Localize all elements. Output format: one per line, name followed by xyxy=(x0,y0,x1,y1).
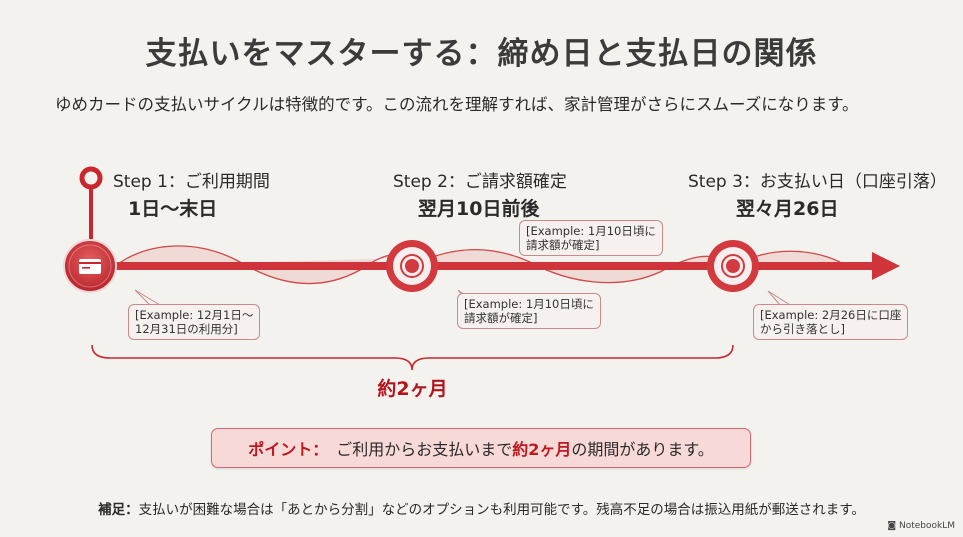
step-1-title: Step 1：ご利用期間 xyxy=(113,172,270,192)
step-2-callout-top: [Example: 1月10日頃に 請求額が確定] xyxy=(519,220,663,256)
notebooklm-icon: ◙ xyxy=(887,521,899,531)
step-2-subtitle: 翌月10日前後 xyxy=(418,198,540,220)
target-icon xyxy=(707,240,759,292)
step-3-title: Step 3：お支払い日（口座引落） xyxy=(688,172,947,192)
duration-brace xyxy=(91,344,734,371)
callout-line: [Example: 1月10日頃に xyxy=(464,297,594,311)
point-highlight: 約2ヶ月 xyxy=(512,440,572,459)
note: 補足：支払いが困難な場合は「あとから分割」などのオプションも利用可能です。残高不… xyxy=(0,498,963,518)
step-3-subtitle: 翌々月26日 xyxy=(736,198,839,220)
step-1-callout: [Example: 12月1日〜 12月31日の利用分] xyxy=(128,304,261,340)
step-2-title: Step 2：ご請求額確定 xyxy=(393,172,567,192)
callout-line: [Example: 12月1日〜 xyxy=(135,308,254,322)
callout-line: [Example: 2月26日に口座 xyxy=(760,308,902,322)
callout-line: [Example: 1月10日頃に xyxy=(526,224,656,238)
callout-line: 請求額が確定] xyxy=(464,311,538,325)
start-ring-icon xyxy=(79,166,103,190)
brand-text: NotebookLM xyxy=(898,521,955,531)
point-text-after: の期間があります。 xyxy=(571,440,714,459)
callout-line: 請求額が確定] xyxy=(526,238,600,252)
callout-line: 12月31日の利用分] xyxy=(135,322,238,336)
arrow-head-icon xyxy=(872,252,900,280)
target-icon xyxy=(386,240,438,292)
duration-label: 約2ヶ月 xyxy=(377,378,448,400)
page-title: 支払いをマスターする：締め日と支払日の関係 xyxy=(145,36,818,72)
note-label: 補足： xyxy=(98,502,139,518)
credit-card-icon xyxy=(63,239,117,293)
brand-logo: ◙ NotebookLM xyxy=(887,521,955,531)
step-1-subtitle: 1日〜末日 xyxy=(128,198,218,220)
note-text: 支払いが困難な場合は「あとから分割」などのオプションも利用可能です。残高不足の場… xyxy=(138,502,865,518)
intro-text: ゆめカードの支払いサイクルは特徴的です。この流れを理解すれば、家計管理がさらにス… xyxy=(55,95,859,114)
point-text-before: ご利用からお支払いまで xyxy=(336,440,513,459)
point-label: ポイント： xyxy=(248,440,329,459)
step-2-callout: [Example: 1月10日頃に 請求額が確定] xyxy=(457,293,601,329)
callout-line: から引き落とし] xyxy=(760,322,845,336)
step-3-callout: [Example: 2月26日に口座 から引き落とし] xyxy=(753,304,909,340)
point-box: ポイント： ご利用からお支払いまで 約2ヶ月 の期間があります。 xyxy=(211,428,751,468)
